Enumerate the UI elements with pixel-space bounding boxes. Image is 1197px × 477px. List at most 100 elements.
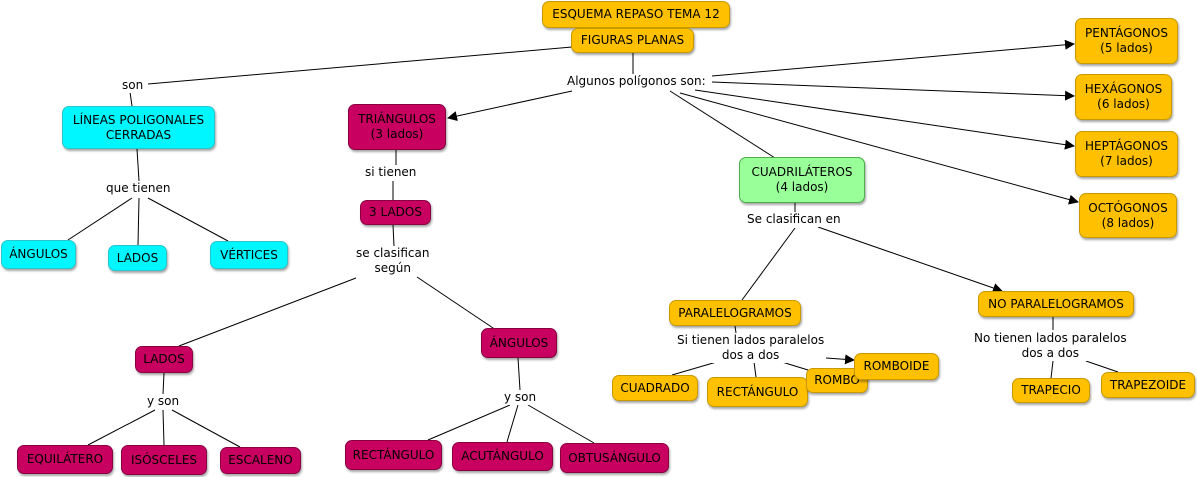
- label-y-son-angulos: y son: [504, 390, 537, 405]
- label-se-clasifican-segun-line2: según: [374, 261, 411, 275]
- link-notienen-trapezoide: [1085, 360, 1119, 373]
- node-hexagonos-line2: (6 lados): [1097, 97, 1150, 111]
- link-quetienen-angulos: [67, 197, 133, 241]
- node-trapecio[interactable]: TRAPECIO: [1012, 378, 1090, 403]
- label-se-clasifican-segun: se clasifican según: [356, 246, 430, 276]
- link-sitienen-rombo: [781, 361, 809, 371]
- label-si-tienen: si tienen: [365, 165, 417, 180]
- link-yson-equilatero: [87, 409, 156, 446]
- node-triangulos[interactable]: TRIÁNGULOS (3 lados): [348, 104, 446, 150]
- link-seclasifican-paralelogramos: [741, 227, 796, 301]
- node-escaleno[interactable]: ESCALENO: [220, 447, 301, 474]
- node-esquema-title[interactable]: ESQUEMA REPASO TEMA 12: [542, 1, 730, 28]
- node-angulos-lineas-text: ÁNGULOS: [9, 247, 68, 261]
- node-lineas-line1: LÍNEAS POLIGONALES: [72, 112, 205, 127]
- node-trapezoide[interactable]: TRAPEZOIDE: [1101, 372, 1195, 398]
- node-rectangulo-triangulo-text: RECTÁNGULO: [352, 447, 435, 462]
- node-cuadrado[interactable]: CUADRADO: [612, 375, 698, 401]
- node-cuadrado-text: CUADRADO: [620, 380, 690, 395]
- link-algunos-pentagonos: [711, 39, 1075, 77]
- node-vertices[interactable]: VÉRTICES: [210, 241, 288, 269]
- node-vertices-text: VÉRTICES: [220, 247, 278, 262]
- link-algunos-cuadrilateros: [669, 90, 776, 159]
- label-no-tienen-paralelos: No tienen lados paralelos dos a dos: [974, 331, 1127, 361]
- node-romboide-text: ROMBOIDE: [863, 359, 930, 373]
- node-angulos-lineas[interactable]: ÁNGULOS: [1, 240, 76, 269]
- node-hexagonos-line1: HEXÁGONOS: [1084, 82, 1163, 96]
- node-rombo-text: ROMBO: [814, 373, 860, 387]
- node-obtusangulo-text: OBTUSÁNGULO: [568, 450, 661, 465]
- link-quetienen-vertices: [147, 197, 229, 242]
- node-acutangulo[interactable]: ACUTÁNGULO: [452, 442, 553, 471]
- node-figuras-planas[interactable]: FIGURAS PLANAS: [571, 28, 694, 53]
- node-trapezoide-text: TRAPEZOIDE: [1109, 377, 1187, 392]
- node-trapecio-text: TRAPECIO: [1021, 383, 1081, 397]
- link-yson-acutangulo: [506, 404, 519, 443]
- node-pentagonos-line2: (5 lados): [1100, 41, 1153, 55]
- link-lados-yson: [162, 372, 165, 395]
- node-rectangulo-paralelogramo[interactable]: RECTÁNGULO: [707, 377, 808, 407]
- node-paralelogramos[interactable]: PARALELOGRAMOS: [669, 300, 801, 326]
- link-algunos-octogonos: [679, 92, 1079, 205]
- node-3-lados-text: 3 LADOS: [369, 205, 422, 219]
- node-rectangulo-triangulo[interactable]: RECTÁNGULO: [345, 440, 442, 470]
- label-y-son-lados: y son: [147, 394, 180, 409]
- node-paralelogramos-text: PARALELOGRAMOS: [678, 305, 792, 320]
- node-cuadrilateros-line1: CUADRILÁTEROS: [751, 165, 853, 179]
- node-lados-lineas[interactable]: LADOS: [108, 245, 167, 271]
- node-acutangulo-text: ACUTÁNGULO: [461, 449, 544, 463]
- link-3lados-clasifican: [392, 224, 395, 247]
- node-hexagonos[interactable]: HEXÁGONOS (6 lados): [1075, 74, 1172, 120]
- label-no-tienen-paralelos-line2: dos a dos: [1021, 346, 1079, 360]
- node-lineas-line2: CERRADAS: [105, 127, 172, 142]
- node-rombo[interactable]: ROMBO: [806, 368, 868, 393]
- label-que-tienen: que tienen: [106, 181, 171, 196]
- node-esquema-title-text: ESQUEMA REPASO TEMA 12: [552, 7, 720, 21]
- link-algunos-triangulos: [447, 90, 573, 121]
- node-heptagonos-line1: HEPTÁGONOS: [1084, 139, 1169, 153]
- node-figuras-planas-text: FIGURAS PLANAS: [580, 33, 685, 47]
- node-angulos-triangulos[interactable]: ÁNGULOS: [481, 328, 557, 358]
- node-rectangulo-paralelogramo-text: RECTÁNGULO: [716, 384, 799, 399]
- label-algunos-poligonos: Algunos polígonos son:: [567, 74, 706, 89]
- link-clasifican-lados: [178, 277, 357, 347]
- node-heptagonos-line2: (7 lados): [1100, 154, 1153, 168]
- link-sitienen-cuadrado: [671, 360, 721, 376]
- label-si-tienen-paralelos: Si tienen lados paralelos dos a dos: [677, 333, 825, 363]
- link-algunos-heptagonos: [694, 89, 1075, 150]
- node-pentagonos[interactable]: PENTÁGONOS (5 lados): [1075, 18, 1178, 64]
- link-yson-rectangulo: [427, 404, 511, 441]
- link-figuras-son: [147, 46, 573, 85]
- node-pentagonos-line1: PENTÁGONOS: [1085, 26, 1168, 40]
- link-sitienen-rectangulo: [753, 361, 757, 378]
- link-yson-isosceles: [162, 409, 165, 446]
- node-obtusangulo[interactable]: OBTUSÁNGULO: [560, 443, 669, 473]
- link-son-lineas: [129, 91, 133, 107]
- node-angulos-triangulos-text: ÁNGULOS: [489, 335, 549, 350]
- node-cuadrilateros-line2: (4 lados): [775, 180, 829, 194]
- node-no-paralelogramos[interactable]: NO PARALELOGRAMOS: [978, 291, 1134, 317]
- link-algunos-hexagonos: [711, 81, 1075, 101]
- node-cuadrilateros[interactable]: CUADRILÁTEROS (4 lados): [739, 157, 865, 203]
- node-octogonos-line2: (8 lados): [1101, 215, 1155, 230]
- node-lados-triangulos[interactable]: LADOS: [135, 346, 193, 373]
- node-lados-triangulos-text: LADOS: [143, 352, 185, 366]
- label-se-clasifican-en: Se clasifican en: [747, 212, 841, 227]
- link-paralelogramos-sitienen: [734, 325, 737, 334]
- link-angulos-yson: [517, 357, 521, 391]
- node-3-lados[interactable]: 3 LADOS: [360, 200, 431, 225]
- node-octogonos[interactable]: OCTÓGONOS (8 lados): [1079, 193, 1177, 238]
- node-triangulos-line1: TRIÁNGULOS: [358, 112, 436, 126]
- node-triangulos-line2: (3 lados): [370, 127, 424, 141]
- node-isosceles[interactable]: ISÓSCELES: [121, 445, 207, 475]
- node-equilatero[interactable]: EQUILÁTERO: [17, 445, 113, 474]
- node-escaleno-text: ESCALENO: [228, 453, 293, 467]
- node-lineas-poligonales[interactable]: LÍNEAS POLIGONALES CERRADAS: [62, 106, 215, 149]
- node-romboide[interactable]: ROMBOIDE: [854, 353, 939, 380]
- link-seclasifican-noparalelogramos: [817, 226, 1003, 293]
- link-yson-escaleno: [171, 409, 241, 448]
- label-no-tienen-paralelos-line1: No tienen lados paralelos: [974, 331, 1127, 345]
- label-se-clasifican-segun-line1: se clasifican: [356, 246, 430, 260]
- node-heptagonos[interactable]: HEPTÁGONOS (7 lados): [1075, 131, 1178, 177]
